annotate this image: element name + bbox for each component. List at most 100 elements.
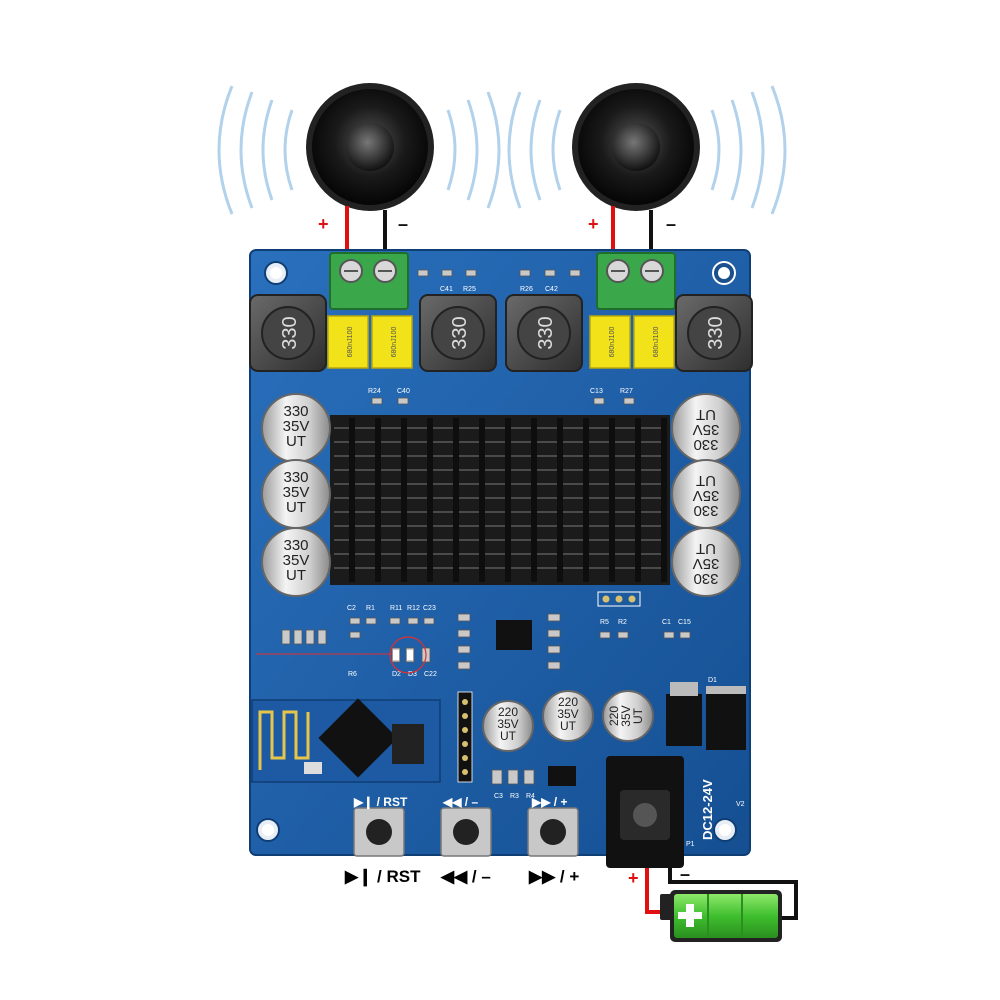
speaker-left-minus: – [398, 214, 409, 234]
header-pins-dots [462, 699, 468, 775]
button-caption-prev: ◀◀ / – [441, 867, 491, 886]
tactile-button-play[interactable] [353, 807, 405, 857]
transistor-small [548, 766, 576, 786]
film-caps: 680nJ100 680nJ100 680nJ100 680nJ100 [327, 315, 675, 369]
label-dc-input: DC12-24V [700, 779, 715, 840]
label-c2: C2 [347, 605, 356, 612]
bluetooth-module [251, 698, 441, 783]
speaker-left-plus: + [318, 214, 329, 234]
label-r27: R27 [620, 388, 633, 395]
inductor-3-marking: 330 [535, 316, 557, 349]
label-r3: R3 [510, 793, 519, 800]
cap-small-3-line1: 220 [607, 706, 621, 726]
button-play-silk: ▶❙ / RST [353, 795, 408, 810]
cap-small-2: 220 35V UT [542, 690, 594, 742]
cap-large-right-3-line1: 330 [693, 570, 718, 587]
cap-large-left-1-line3: UT [286, 433, 306, 450]
silkscreen-middle: C2 R1 R11 R12 C23 R5 R2 C1 C15 R6 D2 D3 … [347, 605, 745, 848]
silkscreen-top: C41 R25 R26 C42 R24 C40 C13 R27 [368, 286, 633, 395]
header-pins [457, 591, 641, 783]
cap-large-right-2-line3: UT [696, 472, 716, 489]
label-r11: R11 [390, 605, 402, 612]
cap-large-right-1-line1: 330 [693, 436, 718, 453]
ic-chip-small [496, 620, 532, 650]
cap-large-left-3: 330 35V UT [261, 527, 331, 597]
label-c40: C40 [397, 388, 410, 395]
inductor-2: 330 [419, 294, 497, 372]
label-v2: V2 [736, 801, 745, 808]
speaker-right-icon [572, 83, 700, 211]
cap-large-right-1-line3: UT [696, 406, 716, 423]
cap-large-right-1: 330 35V UT [671, 393, 741, 463]
button-silkscreen: ▶❙ / RST ◀◀ / – ▶▶ / + [353, 795, 567, 810]
cap-large-right-2-line2: 35V [693, 487, 720, 504]
sound-waves-left [217, 85, 501, 215]
mounting-holes [256, 261, 737, 842]
label-c15: C15 [678, 619, 691, 626]
power-plus: + [628, 868, 639, 888]
label-r26: R26 [520, 286, 533, 293]
cap-small-1-line2: 35V [497, 717, 518, 731]
speaker-right-minus: – [666, 214, 677, 234]
inductor-4: 330 [675, 294, 753, 372]
label-d2: D2 [392, 671, 401, 678]
cap-large-right-2: 330 35V UT [671, 459, 741, 529]
inductor-3: 330 [505, 294, 583, 372]
diode-d1 [706, 686, 746, 750]
label-r6: R6 [348, 671, 357, 678]
label-c1: C1 [662, 619, 671, 626]
label-p1: P1 [686, 841, 695, 848]
inductor-2-marking: 330 [449, 316, 471, 349]
cap-small-1-line3: UT [500, 729, 517, 743]
cap-large-right-3: 330 35V UT [671, 527, 741, 597]
cap-small-1: 220 35V UT [482, 700, 534, 752]
battery-icon [660, 890, 782, 942]
label-c13: C13 [590, 388, 603, 395]
cap-small-3: 220 35V UT [602, 690, 654, 742]
film-cap-2-marking: 680nJ100 [391, 327, 398, 358]
cap-small-3-line2: 35V [619, 705, 633, 726]
cap-large-left-1-line1: 330 [283, 403, 308, 420]
label-r25: R25 [463, 286, 476, 293]
cap-large-right-1-line2: 35V [693, 421, 720, 438]
speaker-left-icon [306, 83, 434, 211]
cap-large-left-2-line3: UT [286, 499, 306, 516]
button-caption-next: ▶▶ / + [529, 867, 580, 886]
label-c41: C41 [440, 286, 453, 293]
inductor-1: 330 [249, 294, 327, 372]
speaker-right-plus: + [588, 214, 599, 234]
cap-small-2-line2: 35V [557, 707, 578, 721]
terminal-block-right [596, 252, 676, 310]
label-r24: R24 [368, 388, 381, 395]
cap-large-left-3-line2: 35V [283, 552, 310, 569]
cap-large-left-2-line2: 35V [283, 484, 310, 501]
led-indicators [389, 636, 427, 674]
film-cap-1-marking: 680nJ100 [347, 327, 354, 358]
cap-small-2-line1: 220 [558, 695, 578, 709]
label-r4: R4 [526, 793, 535, 800]
dc-jack [606, 756, 684, 868]
label-c3: C3 [494, 793, 503, 800]
label-r2: R2 [618, 619, 627, 626]
cap-large-left-3-line1: 330 [283, 537, 308, 554]
film-cap-4-marking: 680nJ100 [653, 327, 660, 358]
button-next-silk: ▶▶ / + [531, 795, 567, 809]
label-c22: C22 [424, 671, 437, 678]
cap-large-left-1-line2: 35V [283, 418, 310, 435]
cap-large-left-1: 330 35V UT [261, 393, 331, 463]
tactile-button-prev[interactable] [440, 807, 492, 857]
cap-large-right-3-line3: UT [696, 540, 716, 557]
button-caption-play-rst: ▶❙ / RST [345, 867, 421, 886]
label-d3: D3 [408, 671, 417, 678]
antenna-trace-icon [258, 710, 310, 770]
film-cap-3-marking: 680nJ100 [609, 327, 616, 358]
cap-large-left-2-line1: 330 [283, 469, 308, 486]
cap-small-3-line3: UT [631, 707, 645, 724]
power-wires [645, 868, 798, 920]
voltage-regulator [666, 682, 702, 746]
label-d1: D1 [708, 677, 717, 684]
button-prev-silk: ◀◀ / – [442, 795, 478, 809]
tactile-button-next[interactable] [527, 807, 579, 857]
sound-waves-right [507, 85, 787, 215]
